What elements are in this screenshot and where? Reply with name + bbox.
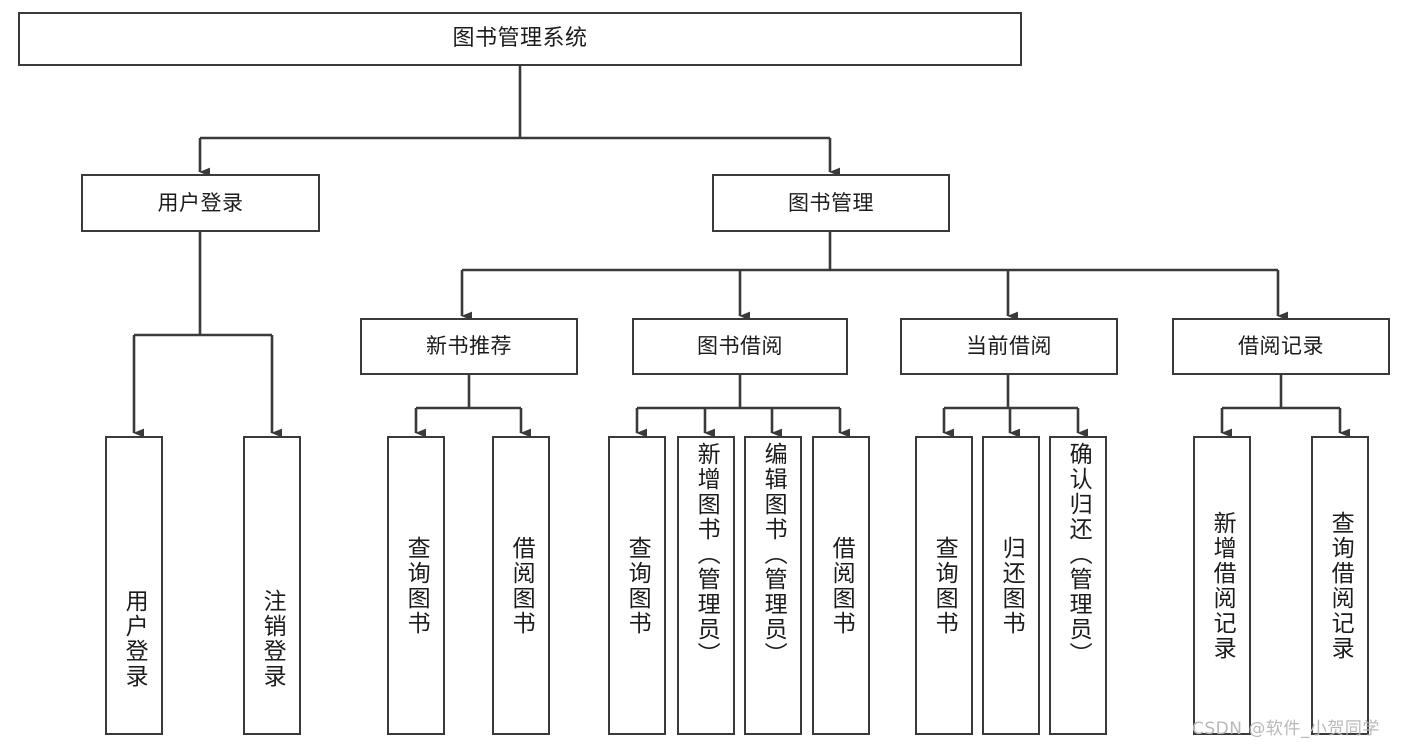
leaf-borrow-book-new[interactable]: 借阅图书: [492, 436, 550, 735]
node-label: 查询图书: [931, 535, 958, 636]
node-label: 图书借阅: [697, 334, 783, 358]
node-label: 新增借阅记录: [1209, 510, 1236, 661]
node-label: 归还图书: [998, 535, 1025, 636]
node-borrow-record[interactable]: 借阅记录: [1172, 318, 1390, 375]
leaf-confirm-return-admin[interactable]: 确认归还（管理员）: [1049, 436, 1107, 735]
node-user-login[interactable]: 用户登录: [81, 174, 320, 232]
leaf-query-book-current[interactable]: 查询图书: [915, 436, 973, 735]
node-current-borrow[interactable]: 当前借阅: [900, 318, 1118, 375]
leaf-add-book-admin[interactable]: 新增图书（管理员）: [677, 436, 735, 735]
node-label: 借阅图书: [828, 535, 855, 636]
leaf-edit-book-admin[interactable]: 编辑图书（管理员）: [744, 436, 802, 735]
node-label: 确认归还（管理员）: [1065, 442, 1092, 667]
node-label: 用户登录: [121, 589, 148, 689]
node-label: 查询借阅记录: [1327, 510, 1354, 661]
node-label: 编辑图书（管理员）: [760, 442, 787, 667]
node-label: 查询图书: [403, 535, 430, 636]
leaf-borrow-book[interactable]: 借阅图书: [812, 436, 870, 735]
leaf-query-borrow-record[interactable]: 查询借阅记录: [1311, 436, 1369, 735]
node-root-system[interactable]: 图书管理系统: [18, 12, 1022, 66]
node-book-manage[interactable]: 图书管理: [712, 174, 950, 232]
node-label: 查询图书: [624, 535, 651, 636]
node-label: 当前借阅: [966, 334, 1052, 358]
node-label: 新增图书（管理员）: [693, 442, 720, 667]
node-label: 用户登录: [157, 190, 244, 215]
leaf-return-book[interactable]: 归还图书: [982, 436, 1040, 735]
leaf-add-borrow-record[interactable]: 新增借阅记录: [1193, 436, 1251, 735]
leaf-user-logout[interactable]: 注销登录: [243, 436, 301, 735]
node-label: 新书推荐: [426, 334, 512, 358]
leaf-user-login[interactable]: 用户登录: [105, 436, 163, 735]
watermark-text: CSDN @软件_小贺同学: [1192, 719, 1380, 739]
node-book-borrow[interactable]: 图书借阅: [632, 318, 848, 375]
node-new-book-recommend[interactable]: 新书推荐: [360, 318, 578, 375]
leaf-query-book-new[interactable]: 查询图书: [387, 436, 445, 735]
node-label: 图书管理系统: [452, 26, 588, 51]
node-label: 借阅记录: [1238, 334, 1324, 358]
leaf-query-book-borrow[interactable]: 查询图书: [608, 436, 666, 735]
node-label: 注销登录: [259, 589, 286, 689]
node-label: 图书管理: [788, 190, 874, 215]
node-label: 借阅图书: [508, 535, 535, 636]
